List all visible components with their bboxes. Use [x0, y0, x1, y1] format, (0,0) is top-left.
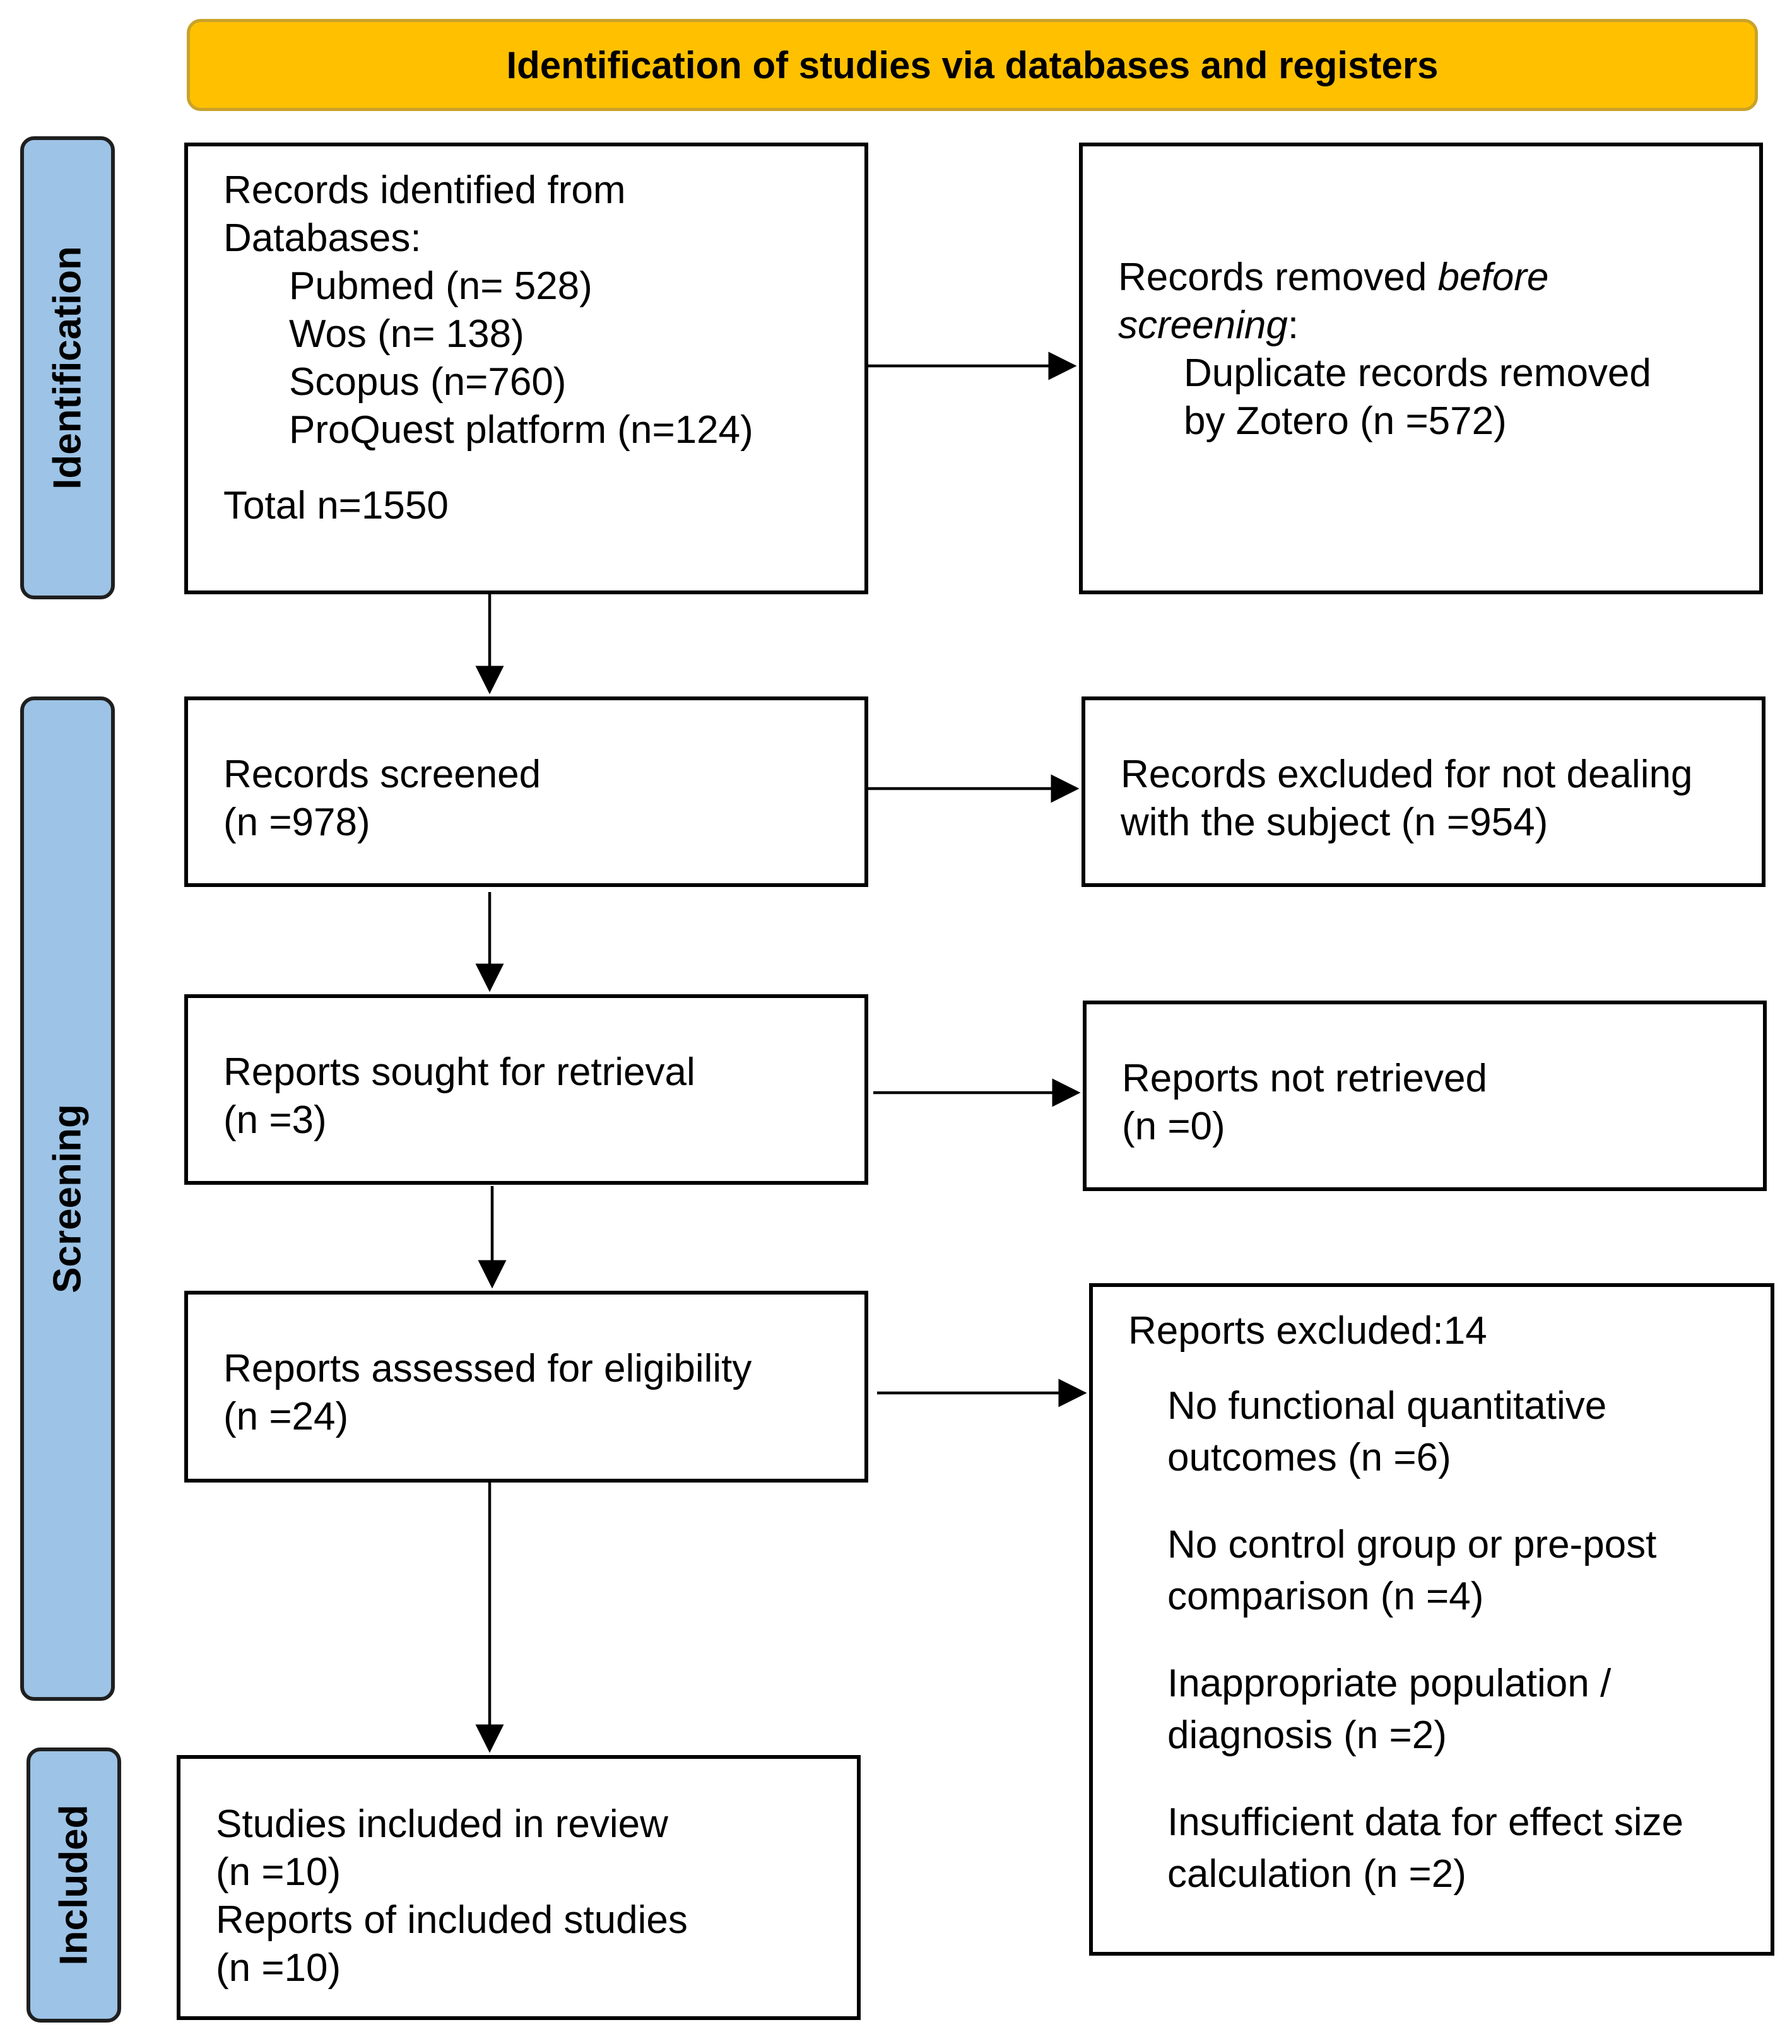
reason-3-line2: diagnosis (n =2): [1167, 1713, 1447, 1757]
records-removed-colon: :: [1287, 303, 1299, 347]
reports-excluded-reason-2: No control group or pre-post comparison …: [1128, 1519, 1771, 1623]
records-screened-line2: (n =978): [223, 801, 370, 844]
studies-included-box: Studies included in review (n =10) Repor…: [177, 1755, 861, 2020]
records-identified-total: Total n=1550: [223, 484, 449, 527]
reason-4-line2: calculation (n =2): [1167, 1852, 1466, 1896]
reports-excluded-title: Reports excluded:14: [1128, 1309, 1487, 1353]
reports-sought-line1: Reports sought for retrieval: [223, 1050, 695, 1094]
studies-included-line1: Studies included in review: [216, 1802, 668, 1846]
records-screened-line1: Records screened: [223, 753, 541, 796]
studies-included-line2: (n =10): [216, 1850, 341, 1894]
records-identified-scopus: Scopus (n=760): [289, 360, 567, 404]
reason-2-line1: No control group or pre-post: [1167, 1523, 1657, 1566]
studies-included-line3: Reports of included studies: [216, 1898, 688, 1942]
records-excluded-line1: Records excluded for not dealing: [1121, 753, 1693, 796]
records-screened-box: Records screened (n =978): [184, 696, 868, 887]
reason-3-line1: Inappropriate population /: [1167, 1662, 1612, 1705]
records-removed-line2: screening:: [1118, 302, 1759, 349]
records-excluded-line2: with the subject (n =954): [1121, 801, 1548, 844]
reports-excluded-reason-3: Inappropriate population / diagnosis (n …: [1128, 1658, 1771, 1761]
reports-not-retrieved-line1: Reports not retrieved: [1122, 1057, 1487, 1100]
reason-1-line1: No functional quantitative: [1167, 1384, 1607, 1428]
records-removed-emph-before: before: [1437, 256, 1549, 299]
records-excluded-box: Records excluded for not dealing with th…: [1082, 696, 1765, 887]
records-identified-pubmed: Pubmed (n= 528): [289, 264, 592, 308]
reports-assessed-line2: (n =24): [223, 1395, 349, 1438]
records-removed-box: Records removed before screening: Duplic…: [1079, 143, 1763, 594]
studies-included-line4: (n =10): [216, 1946, 341, 1990]
reports-sought-line2: (n =3): [223, 1098, 327, 1142]
reports-excluded-box: Reports excluded:14 No functional quanti…: [1089, 1283, 1774, 1956]
reason-4-line1: Insufficient data for effect size: [1167, 1800, 1683, 1844]
reports-assessed-line1: Reports assessed for eligibility: [223, 1347, 752, 1390]
reports-not-retrieved-box: Reports not retrieved (n =0): [1083, 1001, 1767, 1191]
phase-identification: Identification: [20, 136, 115, 599]
records-identified-line2: Databases:: [223, 216, 421, 260]
records-removed-line1: Records removed before: [1118, 254, 1759, 302]
records-identified-box: Records identified from Databases: Pubme…: [184, 143, 868, 594]
reports-excluded-reason-4: Insufficient data for effect size calcul…: [1128, 1797, 1771, 1900]
reason-2-line2: comparison (n =4): [1167, 1575, 1484, 1618]
reports-excluded-reason-1: No functional quantitative outcomes (n =…: [1128, 1380, 1771, 1484]
reason-1-line2: outcomes (n =6): [1167, 1436, 1451, 1479]
records-removed-detail2: by Zotero (n =572): [1184, 399, 1507, 443]
records-identified-line1: Records identified from: [223, 168, 626, 212]
records-removed-detail1: Duplicate records removed: [1184, 351, 1651, 395]
phase-included: Included: [27, 1747, 121, 2023]
reports-sought-box: Reports sought for retrieval (n =3): [184, 994, 868, 1185]
records-removed-prefix: Records removed: [1118, 256, 1438, 299]
reports-assessed-box: Reports assessed for eligibility (n =24): [184, 1291, 868, 1483]
phase-screening: Screening: [20, 696, 115, 1701]
records-removed-emph-screening: screening: [1118, 303, 1288, 347]
header-identification-banner: Identification of studies via databases …: [187, 19, 1758, 111]
records-identified-proquest: ProQuest platform (n=124): [289, 408, 753, 452]
records-identified-wos: Wos (n= 138): [289, 312, 524, 356]
reports-not-retrieved-line2: (n =0): [1122, 1105, 1225, 1148]
